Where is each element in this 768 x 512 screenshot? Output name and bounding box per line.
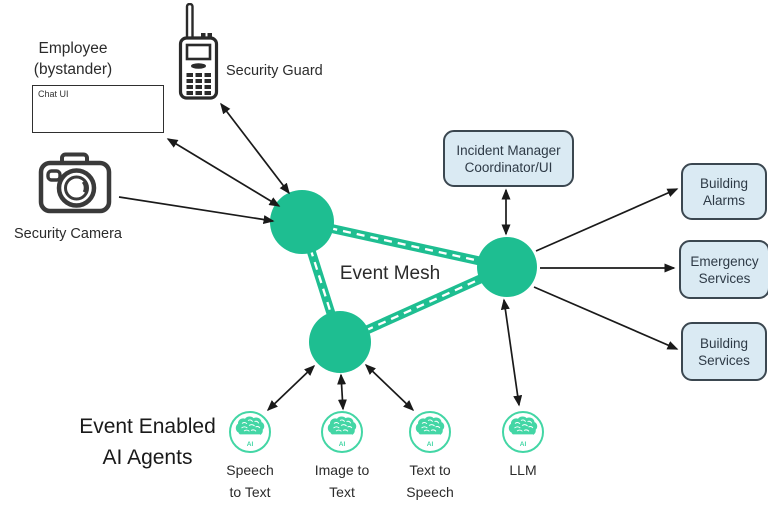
arrows (118, 102, 679, 412)
speech-to-text-label: Speech to Text (226, 462, 274, 500)
arrow-mesh-building-alarms (535, 188, 679, 252)
ai-agent-icon-image-to-text: AI (321, 411, 363, 453)
building-services-box: Building Services (681, 322, 767, 381)
employee-label: Employee (bystander) (10, 38, 136, 80)
ai-agent-icon-speech-to-text: AI (229, 411, 271, 453)
mesh-node-left (270, 190, 334, 254)
camera-icon (38, 152, 112, 214)
image-to-text-label: Image to Text (314, 462, 370, 500)
event-mesh-label: Event Mesh (339, 263, 441, 284)
ai-badge-text: AI (247, 441, 254, 448)
mesh-node-bottom (309, 311, 371, 373)
security-camera-label: Security Camera (14, 226, 122, 242)
walkie-talkie-icon (178, 3, 219, 100)
building-alarms-box: Building Alarms (681, 163, 767, 220)
arrow-mesh-image-to-text (337, 373, 347, 411)
employee-label-line1: Employee (38, 40, 108, 57)
arrow-camera-mesh (118, 196, 275, 224)
ai-agent-icon-llm: AI (502, 411, 544, 453)
incident-manager-line2: Coordinator/UI (464, 159, 553, 175)
arrow-chat-mesh (166, 138, 281, 207)
emergency-services-box: Emergency Services (679, 240, 768, 299)
incident-manager-box: Incident Manager Coordinator/UI (443, 130, 574, 187)
incident-manager-line1: Incident Manager (456, 142, 561, 158)
text-to-speech-label: Text to Speech (406, 462, 454, 500)
security-guard-label: Security Guard (226, 63, 323, 79)
llm-label: LLM (509, 462, 537, 478)
ai-badge-text: AI (520, 441, 527, 448)
event-enabled-ai-agents-heading: Event Enabled AI Agents (79, 415, 216, 469)
mesh-node-right (477, 237, 537, 297)
arrow-mesh-llm (500, 298, 523, 407)
arrow-guard-mesh (220, 102, 290, 195)
arrow-mesh-building-services (533, 286, 679, 350)
arrow-mesh-text-to-speech (364, 363, 415, 412)
ai-badge-text: AI (339, 441, 346, 448)
employee-label-line2: (bystander) (33, 61, 113, 78)
ai-badge-text: AI (427, 441, 434, 448)
chat-ui-label: Chat UI (38, 89, 69, 99)
chat-ui-panel[interactable]: Chat UI (32, 85, 164, 133)
arrow-mesh-speech-to-text (266, 364, 316, 412)
ai-agent-icon-text-to-speech: AI (409, 411, 451, 453)
